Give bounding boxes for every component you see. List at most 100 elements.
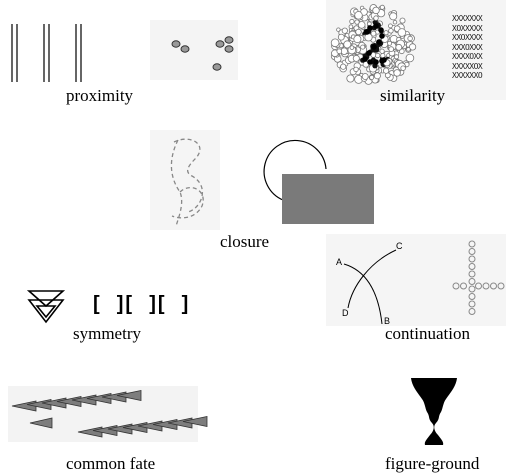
plate-dot bbox=[367, 21, 372, 27]
common-fate-panel bbox=[0, 380, 240, 450]
cross-dot bbox=[468, 263, 476, 270]
symmetry-panel: [ ][ ][ ] bbox=[25, 282, 225, 327]
plate-dot bbox=[387, 40, 393, 46]
dashed-b-shape bbox=[170, 138, 204, 227]
plate-digit-dot bbox=[367, 25, 373, 31]
proximity-label: proximity bbox=[66, 86, 134, 105]
cross-dot bbox=[468, 293, 476, 300]
plate-dot bbox=[369, 75, 375, 81]
rubin-vase bbox=[411, 378, 457, 445]
symmetry-brackets: [ ][ ][ ] bbox=[93, 293, 191, 315]
proximity-panel bbox=[0, 0, 240, 110]
plate-dot bbox=[361, 73, 369, 80]
plate-dot bbox=[349, 18, 355, 25]
closure-circle bbox=[263, 139, 327, 201]
plate-dot bbox=[375, 52, 381, 59]
cross-dot bbox=[468, 255, 476, 263]
plate-dot bbox=[383, 30, 389, 36]
plate-digit-dot bbox=[362, 56, 368, 62]
plate-dot bbox=[380, 52, 386, 59]
plate-dot bbox=[379, 48, 385, 54]
plate-dot bbox=[400, 65, 406, 71]
plate-dot bbox=[354, 11, 363, 20]
closure-figure bbox=[150, 130, 374, 230]
plate-dot bbox=[388, 23, 393, 29]
letter-c: C bbox=[396, 241, 403, 251]
plate-dot bbox=[353, 35, 362, 44]
cross-dot bbox=[468, 285, 476, 293]
proximity-figure bbox=[11, 20, 238, 82]
letter-a: A bbox=[336, 257, 342, 267]
plate-dot bbox=[343, 40, 352, 49]
letter-d: D bbox=[342, 308, 349, 318]
plate-dot bbox=[336, 48, 343, 54]
closure-gray-rectangle bbox=[282, 174, 374, 224]
plate-digit-dot bbox=[381, 57, 387, 63]
common-fate-figure bbox=[8, 386, 208, 442]
plate-dot bbox=[340, 63, 347, 70]
cross-dot bbox=[490, 282, 497, 290]
plate-digit-dot bbox=[376, 39, 382, 45]
plate-dot bbox=[348, 24, 354, 30]
plate-digit-dot bbox=[371, 44, 377, 50]
closure-panel bbox=[150, 130, 380, 240]
similarity-panel: XXXXXXX XOXXXXX XXOXXXX XXXOXXX XXXXOXX … bbox=[326, 0, 506, 110]
symmetry-label: symmetry bbox=[73, 324, 141, 343]
plate-dot bbox=[393, 69, 401, 77]
plate-digit-dot bbox=[373, 23, 379, 29]
plate-digit-dot bbox=[373, 59, 379, 65]
cross-dot bbox=[468, 248, 476, 255]
plate-dot bbox=[357, 21, 366, 29]
cross-dot bbox=[475, 282, 482, 290]
plate-digit-dot bbox=[364, 29, 370, 35]
curve-a-b bbox=[343, 263, 383, 325]
plate-dot bbox=[372, 6, 380, 15]
continuation-figure: A B C D bbox=[326, 234, 506, 326]
closure-label: closure bbox=[220, 232, 270, 251]
dotted-cross bbox=[452, 240, 505, 315]
plate-dot bbox=[388, 28, 394, 34]
figure-ground-label: figure-ground bbox=[385, 454, 480, 473]
plate-dot bbox=[392, 20, 398, 25]
plate-dot bbox=[349, 45, 355, 50]
cross-dot bbox=[468, 308, 476, 315]
plate-dot bbox=[395, 43, 403, 51]
common-fate-label: common fate bbox=[66, 454, 156, 473]
fate-arrow bbox=[116, 390, 142, 401]
proximity-lines bbox=[11, 24, 82, 82]
plate-dot bbox=[379, 4, 385, 10]
continuation-panel: A B C D bbox=[326, 234, 506, 329]
plate-dot bbox=[397, 28, 407, 37]
plate-dot bbox=[364, 33, 373, 42]
cross-dot bbox=[468, 278, 476, 285]
cross-dot bbox=[468, 300, 476, 308]
plate-dot bbox=[370, 30, 377, 37]
fate-arrow bbox=[182, 416, 208, 427]
plate-digit-dot bbox=[367, 59, 373, 65]
cross-dot bbox=[497, 282, 505, 290]
plate-dot bbox=[406, 47, 411, 52]
plate-dot bbox=[330, 38, 340, 48]
plate-digit-dot bbox=[379, 33, 385, 39]
plate-dot bbox=[352, 54, 360, 62]
plate-dot bbox=[355, 28, 362, 36]
plate-dot bbox=[337, 33, 345, 41]
arrow-group bbox=[11, 390, 208, 438]
figure-ground-panel bbox=[400, 375, 480, 450]
plate-dot bbox=[353, 66, 359, 73]
symmetry-triangles bbox=[26, 290, 66, 324]
plate-digit-dot bbox=[366, 50, 372, 56]
plate-dot bbox=[373, 15, 379, 21]
letter-b: B bbox=[384, 316, 390, 326]
cross-dot bbox=[452, 282, 460, 290]
similarity-label: similarity bbox=[380, 86, 446, 105]
plate-dot bbox=[346, 74, 355, 83]
plate-dot bbox=[360, 44, 366, 50]
cross-dot bbox=[468, 240, 476, 248]
plate-dot bbox=[405, 53, 415, 63]
plate-dot bbox=[409, 43, 417, 51]
cross-dot bbox=[460, 282, 467, 290]
similarity-figure bbox=[326, 0, 506, 100]
plate-dot bbox=[373, 72, 381, 80]
plate-dot bbox=[341, 27, 348, 34]
